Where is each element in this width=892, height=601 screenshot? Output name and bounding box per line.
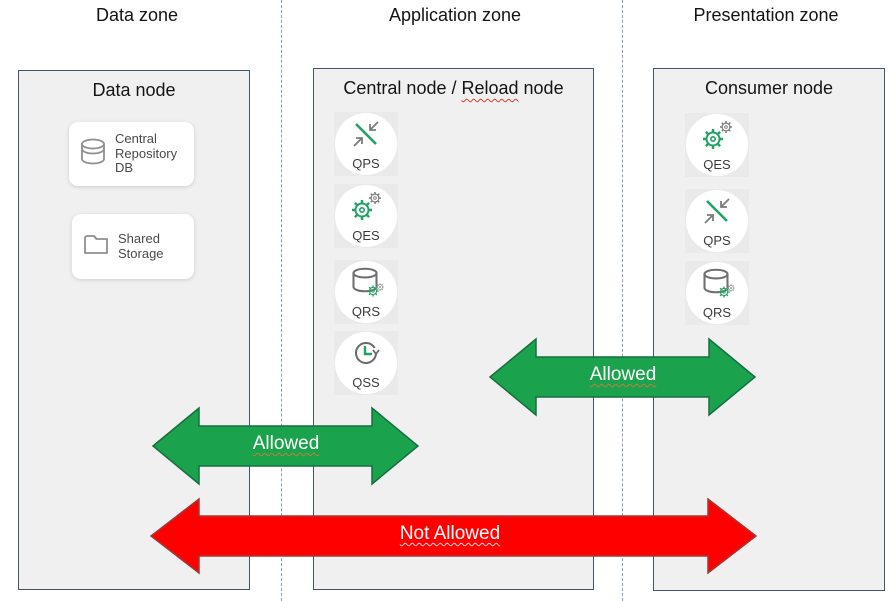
zone-title-data: Data zone — [95, 5, 179, 25]
central-node-title: Central node / Reload node — [343, 78, 564, 98]
zone-title-presentation: Presentation zone — [693, 5, 839, 25]
qps-service-tile: QPS — [334, 112, 398, 176]
service-label: QSS — [352, 375, 380, 390]
zone-divider-left — [281, 0, 282, 601]
data-node-title: Data node — [92, 80, 176, 100]
qrs-service-tile: QRS — [334, 260, 398, 324]
shared-storage-card: Shared Storage — [72, 214, 194, 279]
zone-divider-right — [622, 0, 623, 601]
consumer-node-title: Consumer node — [704, 78, 834, 98]
service-label: QRS — [702, 305, 732, 320]
engine-service-icon — [350, 191, 382, 222]
not-allowed-label: Not Allowed — [399, 523, 501, 544]
service-label: QES — [352, 228, 380, 243]
repository-service-icon — [352, 267, 385, 298]
allowed-label-left: Allowed — [252, 433, 320, 454]
card-label: Shared Storage — [118, 230, 164, 261]
database-icon — [78, 136, 108, 173]
zone-title-application: Application zone — [388, 5, 522, 25]
qss-service-tile: QSS — [334, 331, 398, 395]
allowed-label-right: Allowed — [589, 364, 657, 385]
proxy-service-icon — [704, 198, 730, 224]
central-node-box: Central node / Reload node QPS QES — [313, 68, 594, 590]
qps-service-tile: QPS — [685, 189, 749, 253]
service-label: QRS — [351, 304, 381, 319]
card-label: Central Repository DB — [115, 130, 178, 176]
service-label: QPS — [703, 233, 731, 248]
service-label: QES — [703, 157, 731, 172]
scheduler-service-icon — [355, 342, 380, 364]
qes-service-tile: QES — [334, 184, 398, 248]
central-repository-db-card: Central Repository DB — [69, 122, 194, 186]
data-node-box: Data node Central Repository DB Shared S… — [18, 70, 250, 590]
engine-service-icon — [701, 120, 733, 151]
service-label: QPS — [352, 156, 380, 171]
repository-service-icon — [703, 268, 736, 299]
proxy-service-icon — [353, 121, 379, 147]
qes-service-tile: QES — [685, 113, 749, 177]
qrs-service-tile: QRS — [685, 261, 749, 325]
consumer-node-box: Consumer node QES QPS — [653, 68, 885, 591]
folder-icon — [81, 229, 111, 264]
